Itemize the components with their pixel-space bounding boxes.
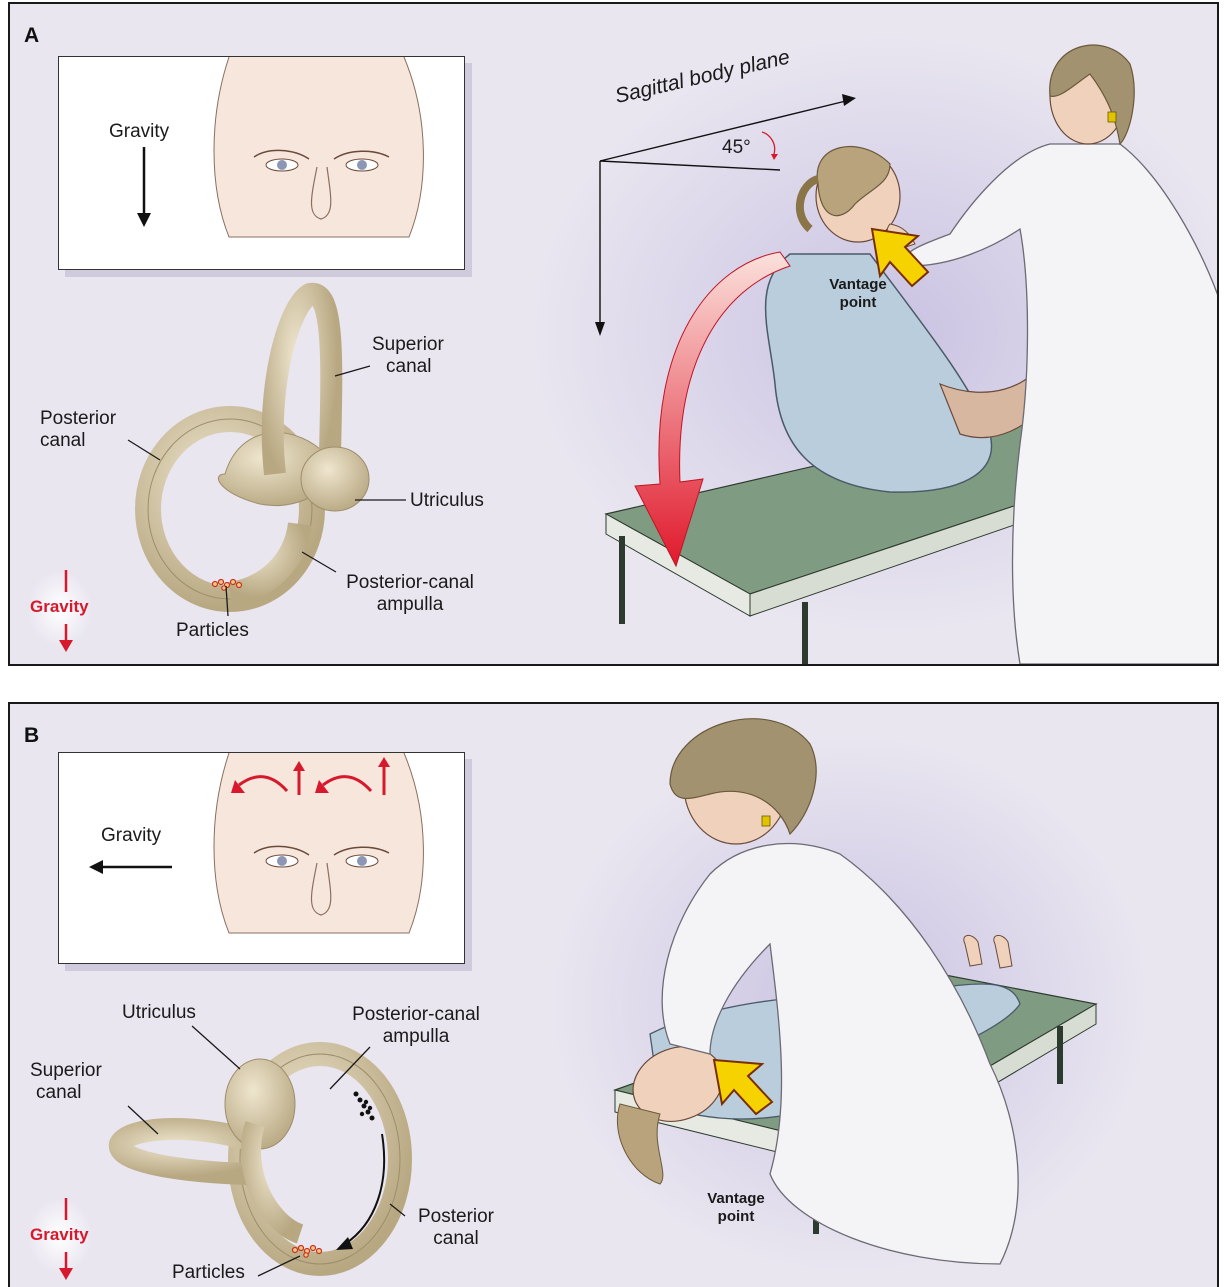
down-gravity-arrow bbox=[134, 147, 154, 247]
inset-gravity-label-a: Gravity bbox=[109, 121, 169, 143]
particles-label-b: Particles bbox=[172, 1262, 245, 1284]
panel-letter-a: A bbox=[24, 24, 39, 48]
inset-gravity-label-b: Gravity bbox=[101, 825, 161, 847]
posterior-canal-label-b-line2: canal bbox=[404, 1228, 508, 1250]
ampulla-label-a-line2: ampulla bbox=[330, 594, 490, 616]
vantage-label-b-line2: point bbox=[696, 1208, 776, 1226]
inner-ear-diagram-a bbox=[148, 294, 369, 599]
superior-canal-label-b-line2: canal bbox=[36, 1082, 102, 1104]
superior-canal-label-a-line2: canal bbox=[386, 356, 444, 378]
posterior-canal-label-a: Posterior canal bbox=[40, 408, 116, 452]
gravity-badge-label-a: Gravity bbox=[30, 596, 89, 618]
panel-letter-b: B bbox=[24, 724, 39, 748]
inner-ear-diagram-b bbox=[120, 1054, 400, 1264]
superior-canal-label-b-line1: Superior bbox=[30, 1060, 102, 1082]
face-illustration-a bbox=[59, 57, 464, 269]
ampulla-label-b: Posterior-canal ampulla bbox=[336, 1004, 496, 1048]
posterior-canal-label-b: Posterior canal bbox=[404, 1206, 508, 1250]
particles-label-a: Particles bbox=[176, 620, 249, 642]
panel-b: B Gravity bbox=[8, 702, 1219, 1287]
ampulla-label-a-line1: Posterior-canal bbox=[330, 572, 490, 594]
face-inset-b: Gravity bbox=[58, 752, 465, 964]
posterior-canal-label-a-line1: Posterior bbox=[40, 408, 116, 430]
superior-canal-label-a: Superior canal bbox=[372, 334, 444, 378]
vantage-label-a-line2: point bbox=[818, 294, 898, 312]
superior-canal-label-b: Superior canal bbox=[30, 1060, 102, 1104]
utriculus-label-b: Utriculus bbox=[122, 1002, 196, 1024]
posterior-canal-label-b-line1: Posterior bbox=[404, 1206, 508, 1228]
vantage-label-b-line1: Vantage bbox=[696, 1190, 776, 1208]
left-gravity-arrow bbox=[87, 857, 177, 877]
gravity-badge-arrowhead-b bbox=[59, 1268, 73, 1280]
angle-label: 45° bbox=[722, 137, 751, 159]
vantage-label-a: Vantage point bbox=[818, 276, 898, 312]
ampulla-label-a: Posterior-canal ampulla bbox=[330, 572, 490, 616]
utriculus-label-a: Utriculus bbox=[410, 490, 484, 512]
posterior-canal-label-a-line2: canal bbox=[40, 430, 116, 452]
ampulla-label-b-line2: ampulla bbox=[336, 1026, 496, 1048]
superior-canal-label-a-line1: Superior bbox=[372, 334, 444, 356]
vantage-label-a-line1: Vantage bbox=[818, 276, 898, 294]
panel-a: A Gravity Sagittal body plane 45° Vantag… bbox=[8, 2, 1219, 666]
ampulla-label-b-line1: Posterior-canal bbox=[336, 1004, 496, 1026]
vantage-label-b: Vantage point bbox=[696, 1190, 776, 1226]
face-inset-a: Gravity bbox=[58, 56, 465, 270]
gravity-badge-label-b: Gravity bbox=[30, 1224, 89, 1246]
